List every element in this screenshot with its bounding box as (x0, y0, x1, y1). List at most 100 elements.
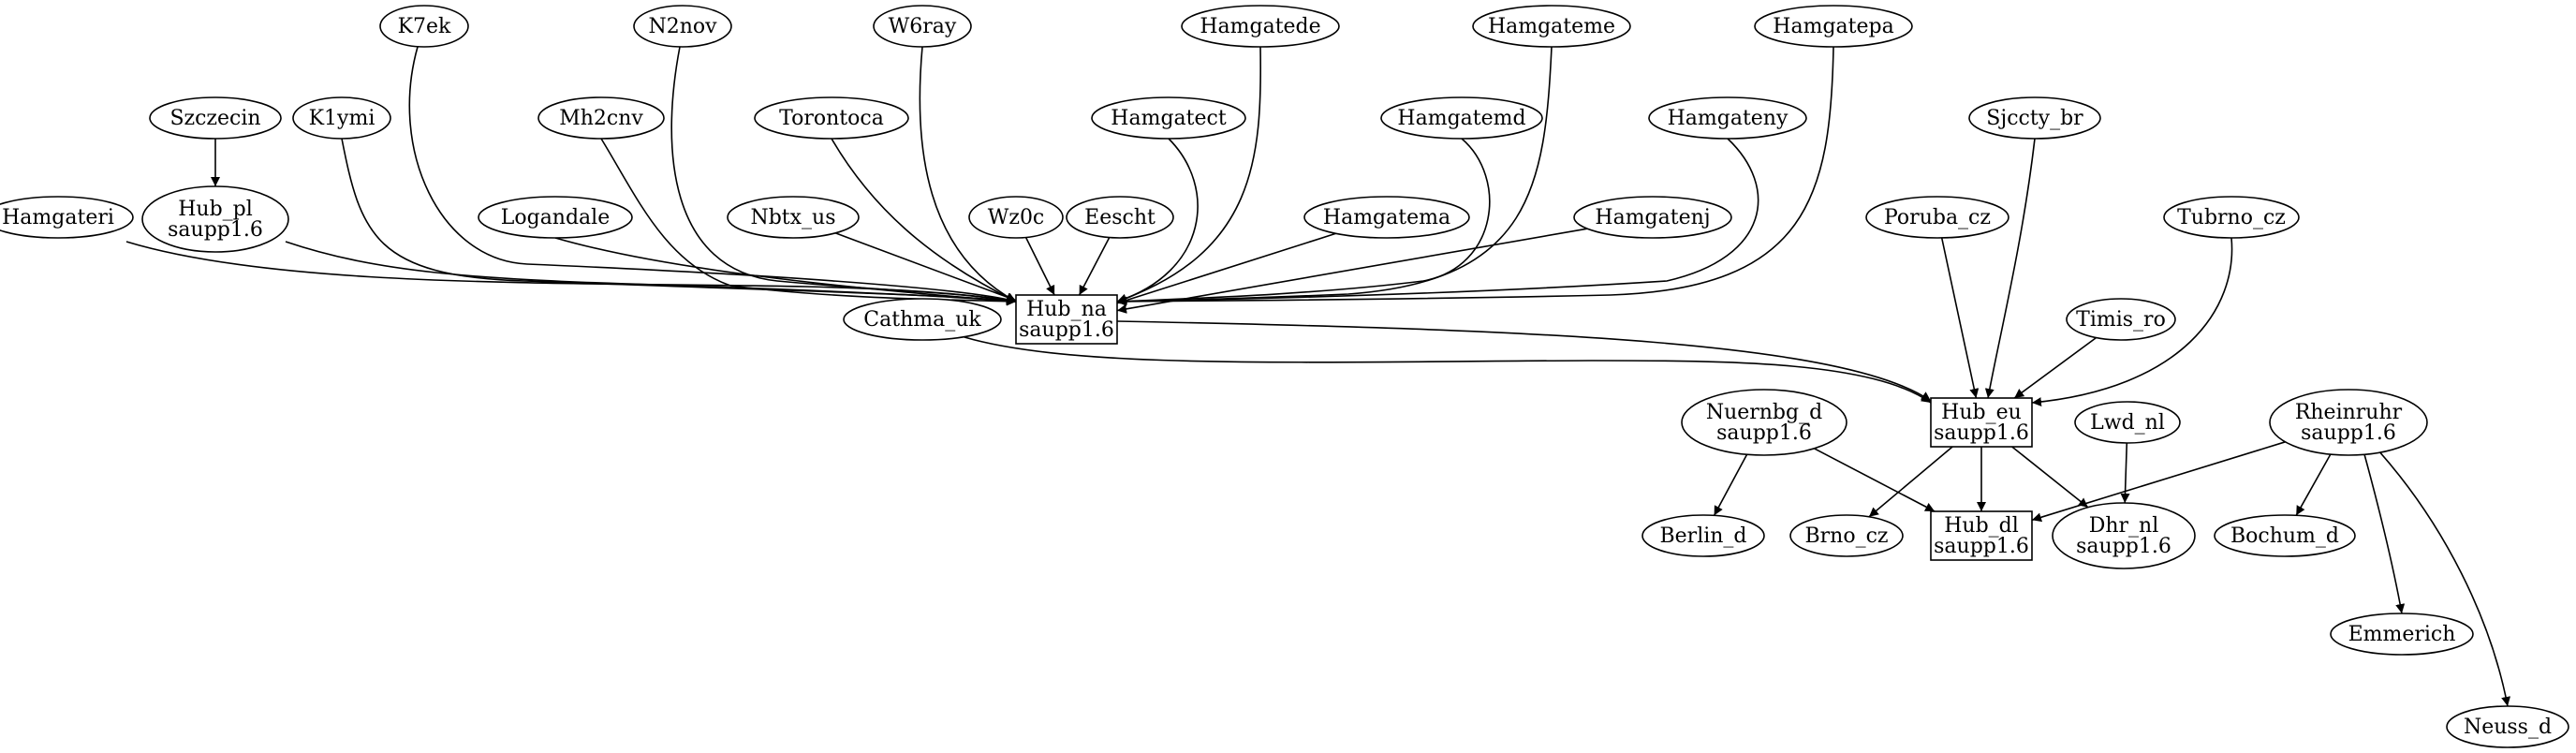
node-label: Rheinruhr (2295, 401, 2403, 424)
node-ellipse (1641, 514, 1765, 557)
node-brno-cz: Brno_cz (1789, 514, 1904, 557)
node-label: Torontoca (779, 107, 884, 130)
node-ellipse (1472, 5, 1631, 48)
edge-hamgatepa-to-hub-na (1116, 46, 1834, 306)
node-label: Hub_pl (178, 198, 253, 221)
node-cathma-uk: Cathma_uk (843, 298, 1002, 341)
node-ellipse (2163, 196, 2300, 239)
node-ellipse (1303, 196, 1470, 239)
edge-sjccty-br-to-hub-eu (1984, 138, 2036, 399)
node-label: Nuernbg_d (1706, 401, 1822, 424)
node-hamgateme: Hamgateme (1472, 5, 1631, 48)
node-label: Lwd_nl (2090, 411, 2165, 435)
node-hamgatema: Hamgatema (1303, 196, 1470, 239)
node-label: Sjccty_br (1986, 107, 2083, 130)
node-ellipse (1066, 196, 1174, 239)
node-ellipse (1091, 96, 1246, 140)
node-ellipse (727, 196, 860, 239)
node-timis-ro: Timis_ro (2066, 298, 2176, 341)
node-ellipse (2330, 613, 2474, 656)
node-ellipse (2052, 502, 2196, 569)
edge-n2nov-to-hub-na (670, 46, 1017, 305)
node-mh2cnv: Mh2cnv (537, 96, 665, 140)
node-logandale: Logandale (478, 196, 633, 239)
node-sublabel: saupp1.6 (1019, 318, 1114, 342)
node-hamgateny: Hamgateny (1648, 96, 1807, 140)
node-label: Hub_dl (1944, 514, 2019, 538)
edge-hamgatenj-to-hub-na (1116, 228, 1588, 314)
node-ellipse (2066, 298, 2176, 341)
node-label: Emmerich (2348, 623, 2456, 646)
node-k1ymi: K1ymi (292, 96, 391, 140)
edge-torontoca-to-hub-na (831, 138, 1017, 303)
edge-tubrno-cz-to-hub-eu (2031, 237, 2233, 407)
node-ellipse (1754, 5, 1913, 48)
node-label: N2nov (648, 15, 717, 38)
edge-hub-eu-to-brno-cz (1868, 446, 1953, 518)
node-label: Hamgatede (1200, 15, 1320, 38)
node-sublabel: saupp1.6 (1934, 421, 2029, 445)
node-hamgatenj: Hamgatenj (1573, 196, 1732, 239)
edge-nbtx-us-to-hub-na (834, 232, 1017, 302)
edge-rheinruhr-to-bochum-d (2295, 453, 2332, 516)
edge-w6ray-to-hub-na (919, 46, 1017, 303)
node-ellipse (1681, 389, 1847, 456)
node-emmerich: Emmerich (2330, 613, 2474, 656)
node-label: Logandale (501, 206, 610, 229)
node-ellipse (478, 196, 633, 239)
node-box (1930, 397, 2033, 448)
edge-cathma-uk-to-hub-eu (964, 336, 1932, 404)
node-label: W6ray (889, 15, 957, 38)
node-label: Hamgatect (1111, 107, 1227, 130)
node-ellipse (633, 5, 732, 48)
node-label: Cathma_uk (863, 308, 981, 332)
node-ellipse (2269, 389, 2428, 456)
node-w6ray: W6ray (873, 5, 972, 48)
edge-logandale-to-hub-na (554, 237, 1017, 306)
node-ellipse (0, 196, 134, 239)
edge-hub-eu-to-dhr-nl (2011, 446, 2089, 509)
edge-nuernbg-d-to-hub-dl (1814, 448, 1936, 512)
node-sublabel: saupp1.6 (1716, 421, 1812, 445)
node-ellipse (141, 185, 289, 253)
node-lwd-nl: Lwd_nl (2074, 401, 2181, 444)
edge-hamgatema-to-hub-na (1116, 232, 1336, 305)
node-ellipse (537, 96, 665, 140)
node-box (1930, 510, 2033, 561)
edge-poruba-cz-to-hub-eu (1940, 237, 1980, 399)
node-hamgatemd: Hamgatemd (1380, 96, 1543, 140)
node-label: Hamgatepa (1773, 15, 1893, 38)
node-label: Hub_eu (1941, 401, 2022, 424)
node-torontoca: Torontoca (754, 96, 909, 140)
edge-eescht-to-hub-na (1078, 237, 1111, 296)
node-label: Hamgatenj (1595, 206, 1710, 229)
node-label: Eescht (1084, 206, 1156, 229)
edge-wz0c-to-hub-na (1024, 237, 1055, 296)
node-ellipse (1968, 96, 2101, 140)
node-berlin-d: Berlin_d (1641, 514, 1765, 557)
node-label: Berlin_d (1659, 524, 1746, 548)
node-tubrno-cz: Tubrno_cz (2163, 196, 2300, 239)
node-ellipse (968, 196, 1064, 239)
node-sjccty-br: Sjccty_br (1968, 96, 2101, 140)
node-bochum-d: Bochum_d (2214, 514, 2356, 557)
node-sublabel: saupp1.6 (1934, 535, 2029, 558)
nodes-layer: K7ek N2nov W6ray Hamgatede Hamgateme Hamgatep… (0, 5, 2569, 748)
node-ellipse (1380, 96, 1543, 140)
node-ellipse (379, 5, 469, 48)
node-ellipse (1865, 196, 2009, 239)
edge-nuernbg-d-to-berlin-d (1713, 453, 1748, 516)
edge-k1ymi-to-hub-na (341, 138, 1017, 305)
node-hamgatect: Hamgatect (1091, 96, 1246, 140)
node-ellipse (1789, 514, 1904, 557)
node-label: K1ymi (309, 107, 375, 130)
node-k7ek: K7ek (379, 5, 469, 48)
node-hamgatepa: Hamgatepa (1754, 5, 1913, 48)
node-ellipse (2446, 705, 2569, 748)
node-sublabel: saupp1.6 (2076, 535, 2171, 558)
node-ellipse (843, 298, 1002, 341)
node-label: Neuss_d (2464, 716, 2552, 739)
node-sublabel: saupp1.6 (2301, 421, 2396, 445)
